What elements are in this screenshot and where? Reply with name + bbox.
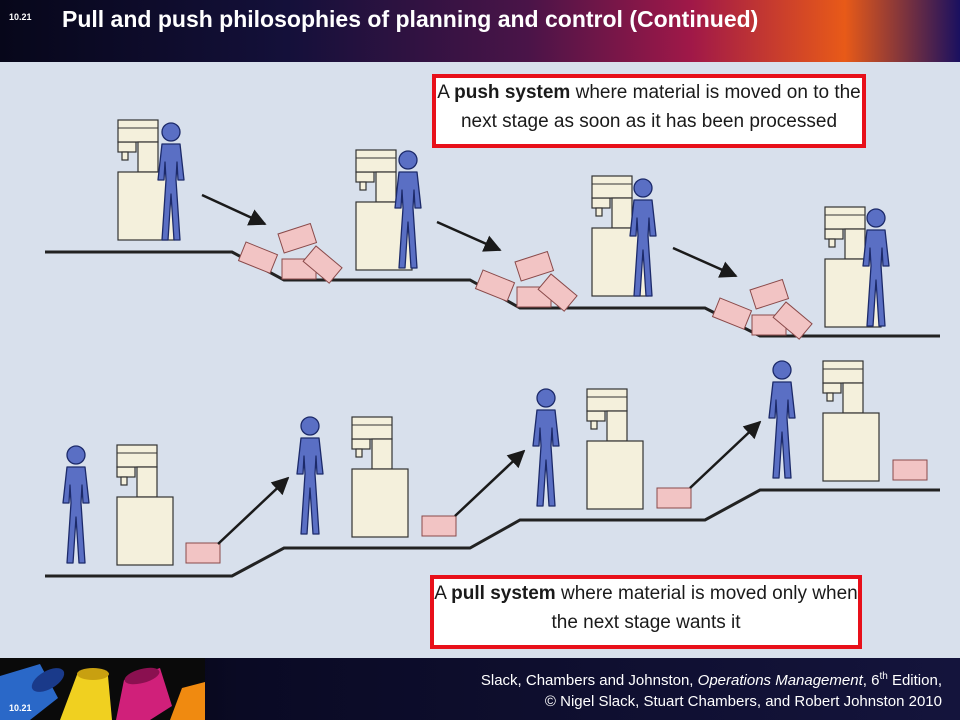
paint-pots-image bbox=[0, 658, 205, 720]
slide-number-top: 10.21 bbox=[9, 12, 32, 22]
pull-system-caption: A pull system where material is moved on… bbox=[430, 575, 862, 649]
push-pull-diagram bbox=[0, 62, 960, 658]
citation-line-2: © Nigel Slack, Stuart Chambers, and Robe… bbox=[544, 693, 942, 710]
citation: Slack, Chambers and Johnston, Operations… bbox=[481, 666, 942, 712]
pull-system-illustration bbox=[45, 360, 940, 578]
citation-line-1: Slack, Chambers and Johnston, Operations… bbox=[480, 671, 942, 689]
push-system-caption: A push system where material is moved on… bbox=[432, 74, 866, 148]
push-system-illustration bbox=[45, 119, 940, 340]
title-bar bbox=[0, 0, 960, 62]
slide-number-bottom: 10.21 bbox=[9, 703, 32, 713]
slide-title: Pull and push philosophies of planning a… bbox=[62, 6, 759, 32]
